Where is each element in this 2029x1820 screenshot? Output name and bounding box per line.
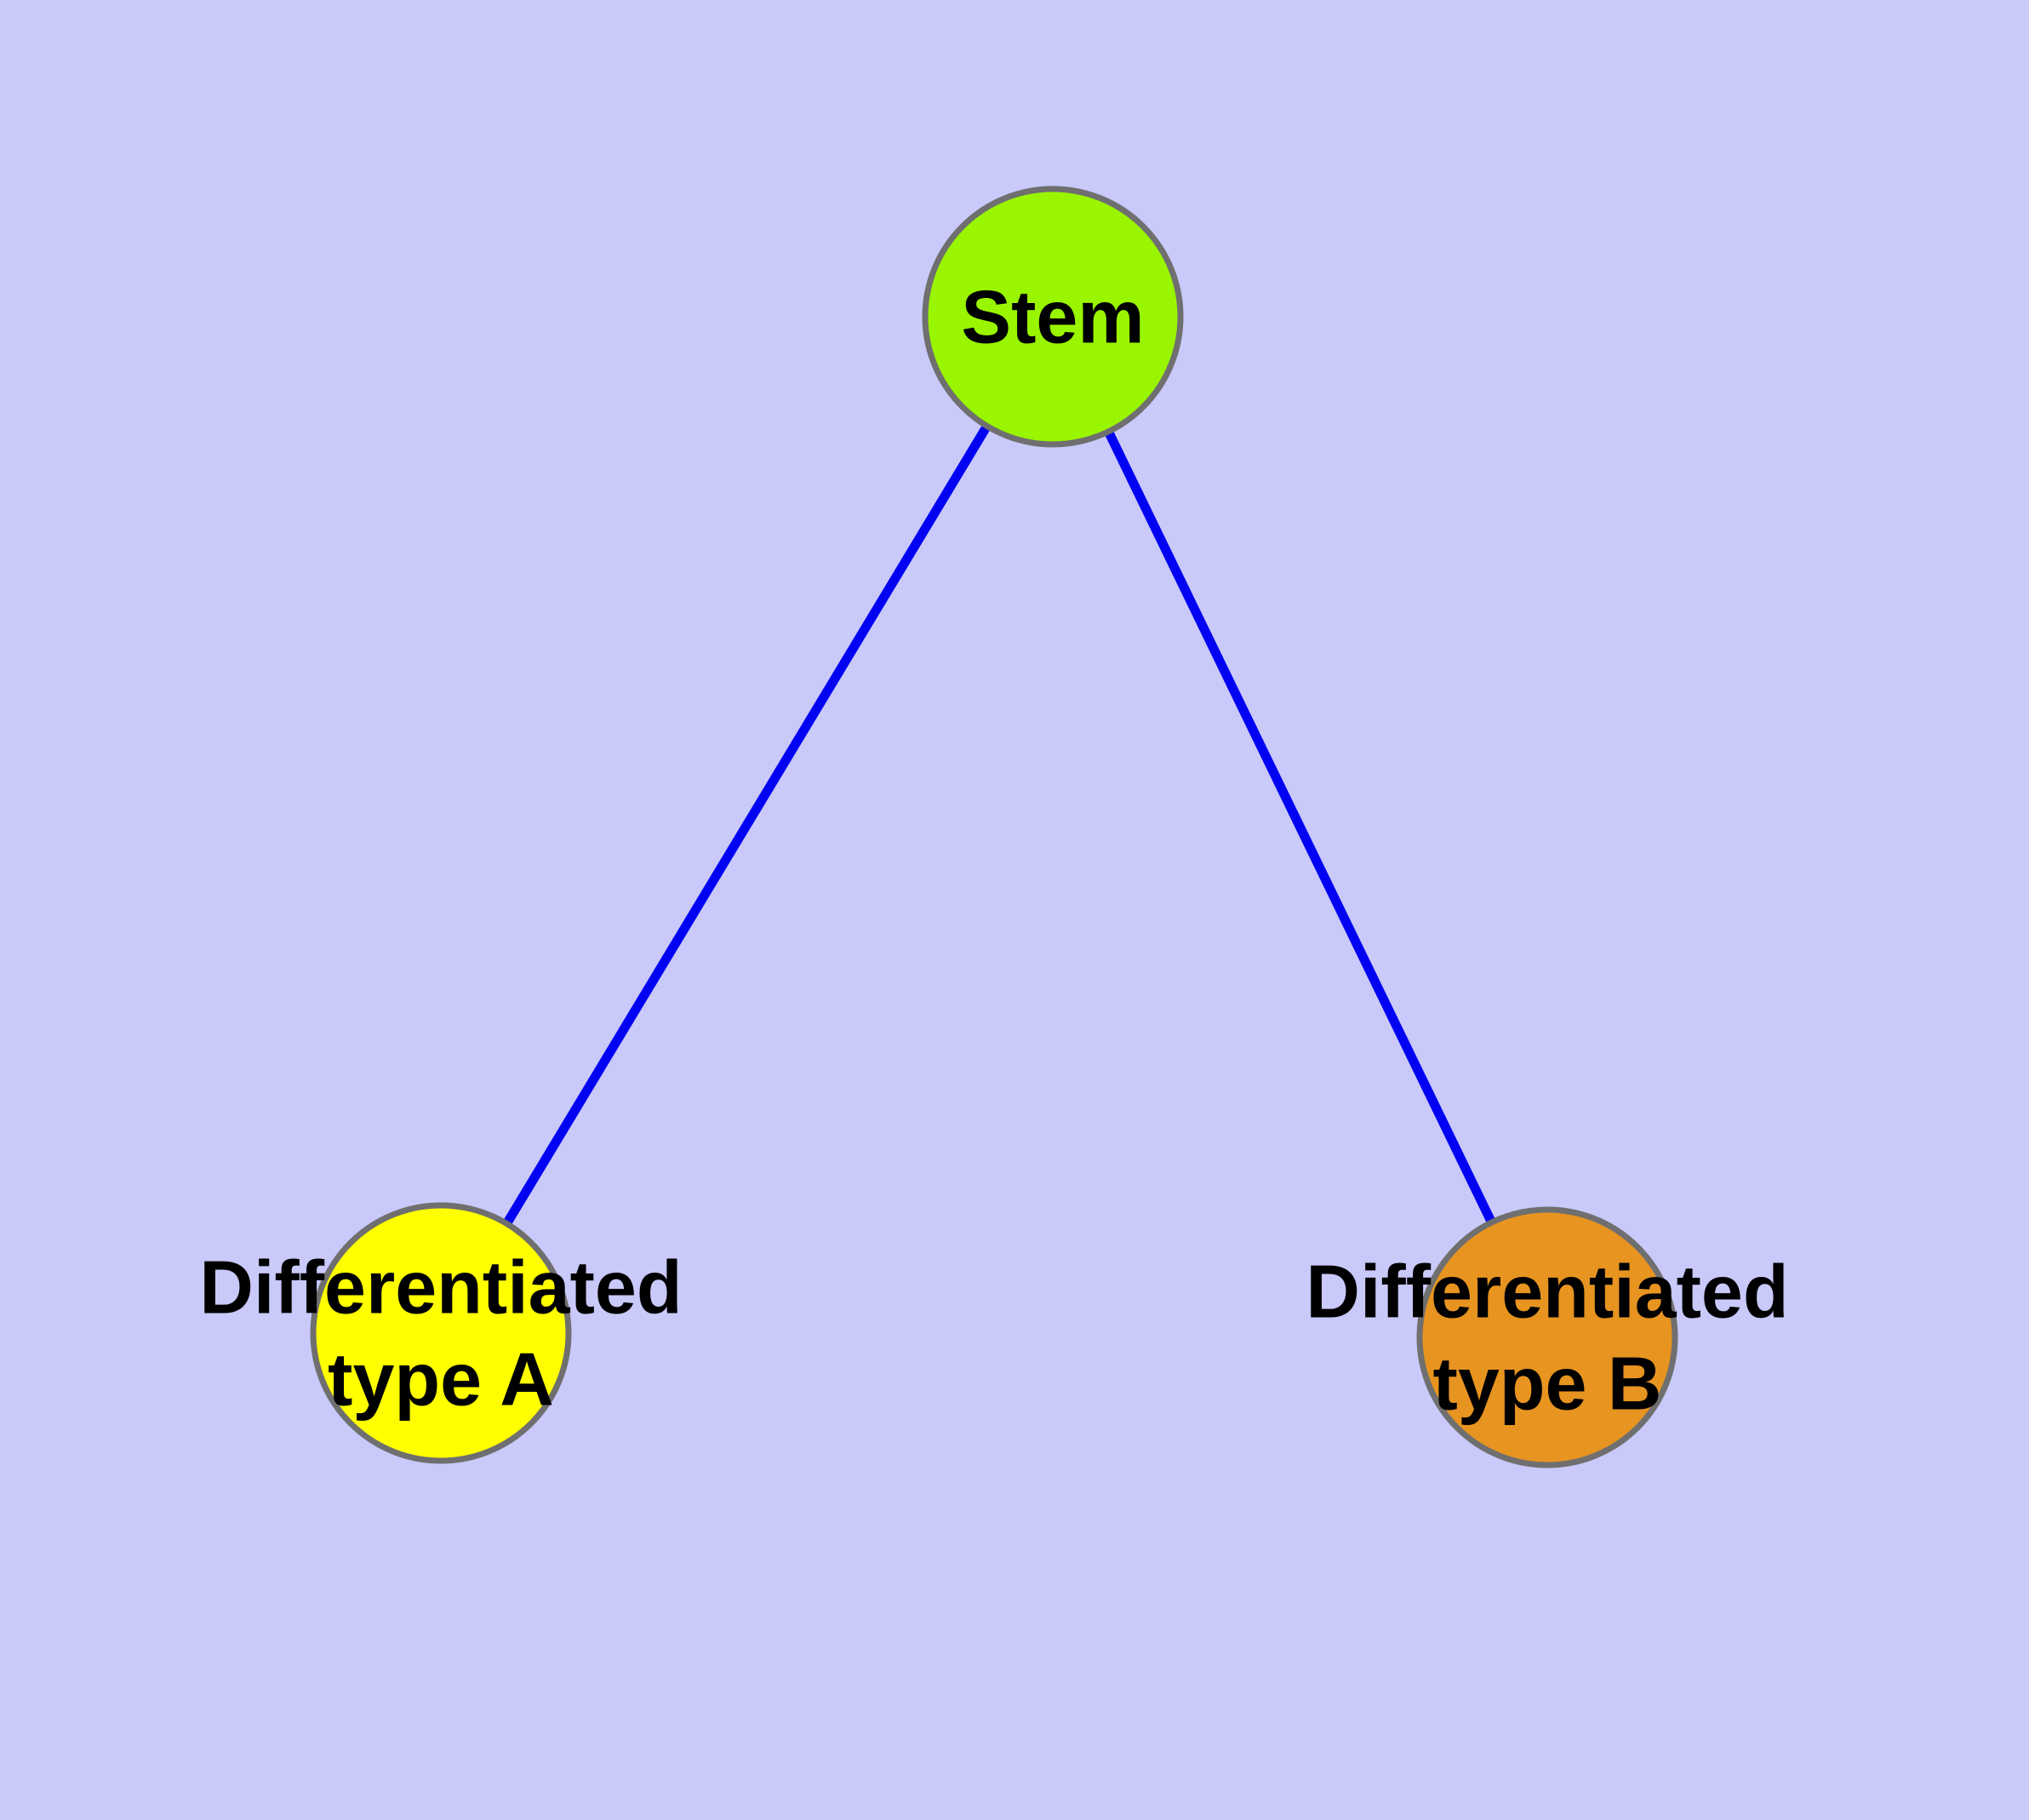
node-label-stem: Stem: [961, 275, 1144, 359]
edge-stem-to-differentiated-type-a: [437, 314, 1057, 1336]
node-differentiated-type-b: [1416, 1206, 1678, 1468]
node-differentiated-type-a: [310, 1202, 572, 1464]
node-stem: [922, 186, 1184, 448]
edge-stem-to-differentiated-type-b: [1049, 314, 1552, 1340]
